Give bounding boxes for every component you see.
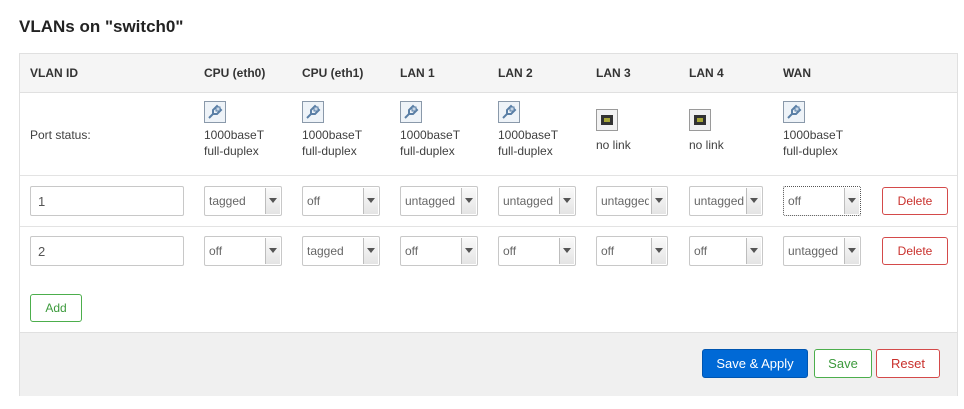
- port-status-cpu-eth0: 1000baseT full-duplex: [204, 101, 294, 159]
- select-value: untagged: [503, 194, 554, 208]
- chevron-down-icon: [559, 188, 574, 214]
- port-duplex: full-duplex: [783, 144, 838, 158]
- vlan-id-input[interactable]: [30, 236, 184, 266]
- vlan-id-input[interactable]: [30, 186, 184, 216]
- action-bar: Save & Apply Save Reset: [20, 332, 957, 396]
- port-connected-icon: [498, 101, 520, 123]
- chevron-down-icon: [461, 188, 476, 214]
- select-value: off: [405, 244, 419, 258]
- save-apply-button[interactable]: Save & Apply: [702, 349, 808, 378]
- header-lan3: LAN 3: [596, 66, 631, 80]
- select-value: tagged: [307, 244, 344, 258]
- port-duplex: full-duplex: [498, 144, 553, 158]
- chevron-down-icon: [746, 238, 761, 264]
- delete-vlan-button[interactable]: Delete: [882, 237, 948, 265]
- port-select-lan4[interactable]: untagged: [689, 186, 763, 216]
- port-status-lan4: no link: [689, 101, 779, 153]
- row-divider: [20, 175, 957, 176]
- port-speed: 1000baseT: [783, 128, 844, 142]
- header-lan1: LAN 1: [400, 66, 435, 80]
- select-value: off: [694, 244, 708, 258]
- select-value: untagged: [694, 194, 744, 208]
- port-nolink-icon: [689, 109, 711, 131]
- select-value: off: [788, 194, 802, 208]
- port-select-cpu-eth1[interactable]: tagged: [302, 236, 380, 266]
- chevron-down-icon: [651, 188, 666, 214]
- select-value: off: [209, 244, 223, 258]
- port-link-state: no link: [596, 138, 631, 152]
- port-select-cpu-eth1[interactable]: off: [302, 186, 380, 216]
- header-vlan-id: VLAN ID: [30, 66, 78, 80]
- select-value: off: [601, 244, 615, 258]
- port-connected-icon: [783, 101, 805, 123]
- port-speed: 1000baseT: [498, 128, 559, 142]
- chevron-down-icon: [265, 188, 280, 214]
- port-duplex: full-duplex: [204, 144, 259, 158]
- port-speed: 1000baseT: [400, 128, 461, 142]
- chevron-down-icon: [265, 238, 280, 264]
- port-link-state: no link: [689, 138, 724, 152]
- select-value: untagged: [405, 194, 456, 208]
- port-connected-icon: [204, 101, 226, 123]
- table-header: VLAN ID CPU (eth0) CPU (eth1) LAN 1 LAN …: [20, 54, 957, 93]
- chevron-down-icon: [651, 238, 666, 264]
- port-select-lan1[interactable]: off: [400, 236, 478, 266]
- port-duplex: full-duplex: [400, 144, 455, 158]
- save-button[interactable]: Save: [814, 349, 872, 378]
- port-select-lan2[interactable]: untagged: [498, 186, 576, 216]
- select-value: untagged: [788, 244, 839, 258]
- port-select-lan1[interactable]: untagged: [400, 186, 478, 216]
- chevron-down-icon: [746, 188, 761, 214]
- port-connected-icon: [302, 101, 324, 123]
- port-select-cpu-eth0[interactable]: off: [204, 236, 282, 266]
- port-status-cpu-eth1: 1000baseT full-duplex: [302, 101, 392, 159]
- chevron-down-icon: [363, 238, 378, 264]
- chevron-down-icon: [363, 188, 378, 214]
- port-select-wan[interactable]: off: [783, 186, 861, 216]
- port-select-lan3[interactable]: off: [596, 236, 668, 266]
- add-vlan-button[interactable]: Add: [30, 294, 82, 322]
- header-lan4: LAN 4: [689, 66, 724, 80]
- reset-button[interactable]: Reset: [876, 349, 940, 378]
- port-status-lan3: no link: [596, 101, 686, 153]
- port-connected-icon: [400, 101, 422, 123]
- port-select-lan2[interactable]: off: [498, 236, 576, 266]
- header-cpu-eth1: CPU (eth1): [302, 66, 364, 80]
- select-value: off: [307, 194, 321, 208]
- chevron-down-icon: [844, 238, 859, 264]
- select-value: untagged: [601, 194, 649, 208]
- port-status-label: Port status:: [30, 128, 91, 142]
- port-select-lan3[interactable]: untagged: [596, 186, 668, 216]
- port-duplex: full-duplex: [302, 144, 357, 158]
- port-status-lan2: 1000baseT full-duplex: [498, 101, 588, 159]
- port-select-lan4[interactable]: off: [689, 236, 763, 266]
- header-lan2: LAN 2: [498, 66, 533, 80]
- vlan-table: VLAN ID CPU (eth0) CPU (eth1) LAN 1 LAN …: [19, 53, 958, 396]
- header-cpu-eth0: CPU (eth0): [204, 66, 266, 80]
- port-speed: 1000baseT: [302, 128, 363, 142]
- delete-vlan-button[interactable]: Delete: [882, 187, 948, 215]
- chevron-down-icon: [844, 188, 859, 214]
- port-select-wan[interactable]: untagged: [783, 236, 861, 266]
- chevron-down-icon: [461, 238, 476, 264]
- row-divider: [20, 226, 957, 227]
- select-value: off: [503, 244, 517, 258]
- port-nolink-icon: [596, 109, 618, 131]
- port-status-lan1: 1000baseT full-duplex: [400, 101, 490, 159]
- header-wan: WAN: [783, 66, 811, 80]
- select-value: tagged: [209, 194, 246, 208]
- page-title: VLANs on "switch0": [19, 17, 184, 36]
- chevron-down-icon: [559, 238, 574, 264]
- port-status-wan: 1000baseT full-duplex: [783, 101, 873, 159]
- port-speed: 1000baseT: [204, 128, 265, 142]
- port-select-cpu-eth0[interactable]: tagged: [204, 186, 282, 216]
